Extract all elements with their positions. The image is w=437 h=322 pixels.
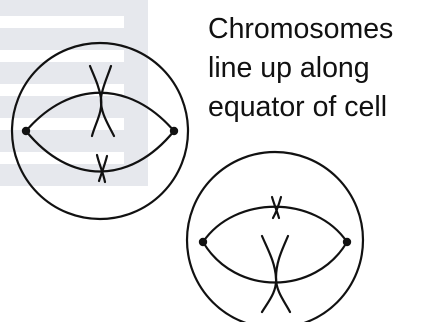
cell-2-chromosome-large <box>260 234 292 314</box>
cell-2 <box>185 150 365 322</box>
cell-1-pole-right <box>169 126 179 136</box>
caption-text: Chromosomes line up along equator of cel… <box>208 10 393 127</box>
caption-line-2: line up along <box>208 52 370 84</box>
caption-line-3: equator of cell <box>208 91 388 123</box>
cell-2-pole-left <box>198 237 208 247</box>
cell-1-membrane <box>10 41 190 221</box>
cell-1-chromosome-large <box>88 64 116 138</box>
cell-2-pole-right <box>342 237 352 247</box>
cell-2-membrane <box>185 150 365 322</box>
watermark-logo <box>0 0 148 186</box>
cell-1-pole-left <box>21 126 31 136</box>
caption-line-1: Chromosomes <box>208 13 394 45</box>
cell-2-chromosome-small <box>270 195 283 220</box>
cell-1 <box>10 41 190 221</box>
cell-1-spindle-lower <box>24 129 176 173</box>
cell-1-chromosome-small <box>95 153 109 184</box>
